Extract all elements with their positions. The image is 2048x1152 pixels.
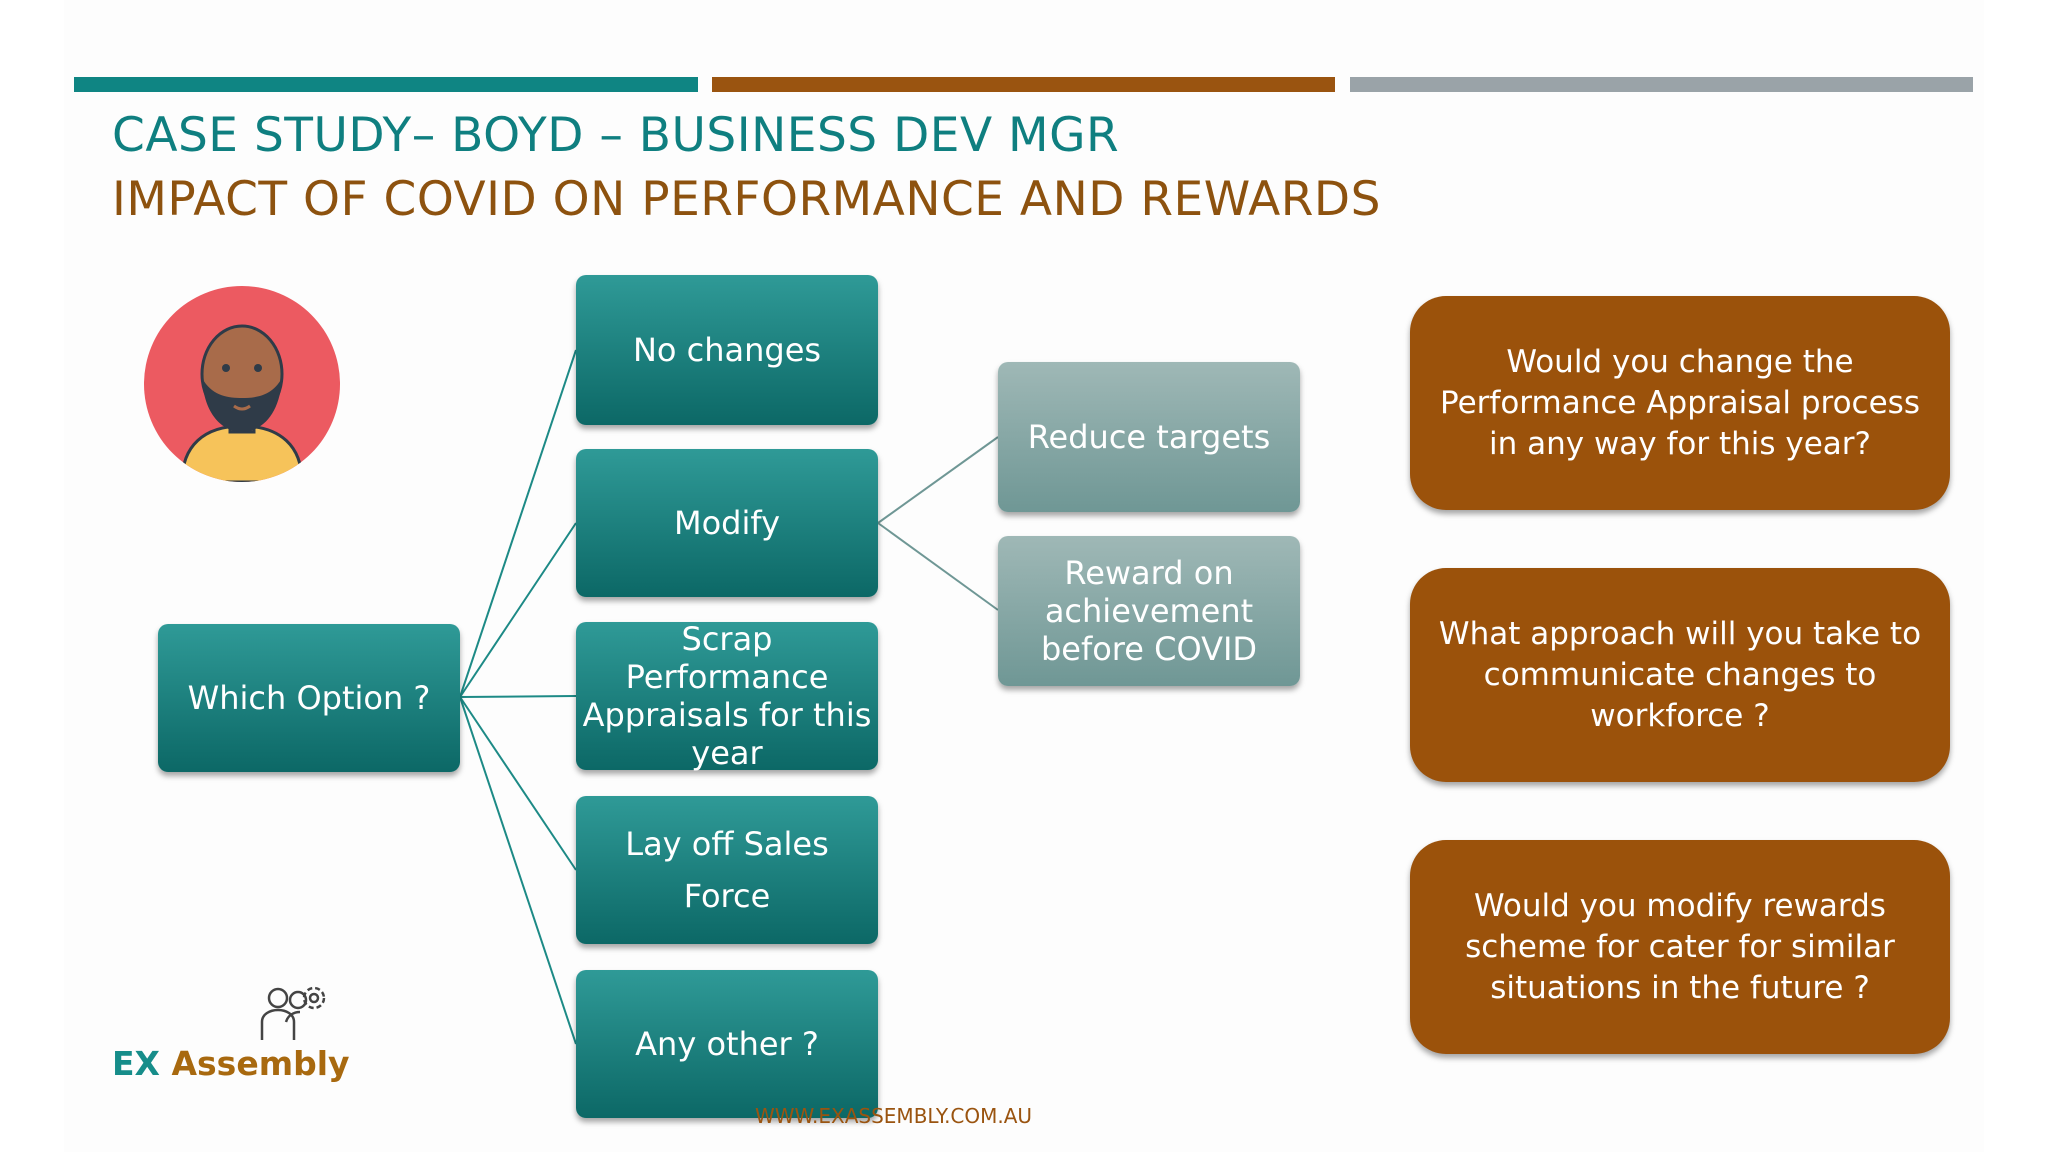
footer-website-url: WWW.EXASSEMBLY.COM.AU [755,1104,1032,1128]
question-card-2: What approach will you take to communica… [1410,568,1950,782]
logo-assembly-text: Assembly [172,1044,350,1083]
node-reduce-targets: Reduce targets [998,362,1300,512]
question-card-1: Would you change the Performance Apprais… [1410,296,1950,510]
people-gear-logo-icon [256,978,330,1042]
person-avatar-icon [144,286,340,482]
ex-assembly-logo: EX Assembly [112,1044,350,1083]
node-reward-before-covid: Reward on achievement before COVID [998,536,1300,686]
node-option-scrap-appraisals: Scrap Performance Appraisals for this ye… [576,622,878,770]
node-option-any-other: Any other ? [576,970,878,1118]
question-card-3: Would you modify rewards scheme for cate… [1410,840,1950,1054]
node-option-modify: Modify [576,449,878,597]
node-option-lay-off: Lay off Sales Force [576,796,878,944]
node-which-option: Which Option ? [158,624,460,772]
node-option-no-changes: No changes [576,275,878,425]
logo-ex-text: EX [112,1044,160,1083]
